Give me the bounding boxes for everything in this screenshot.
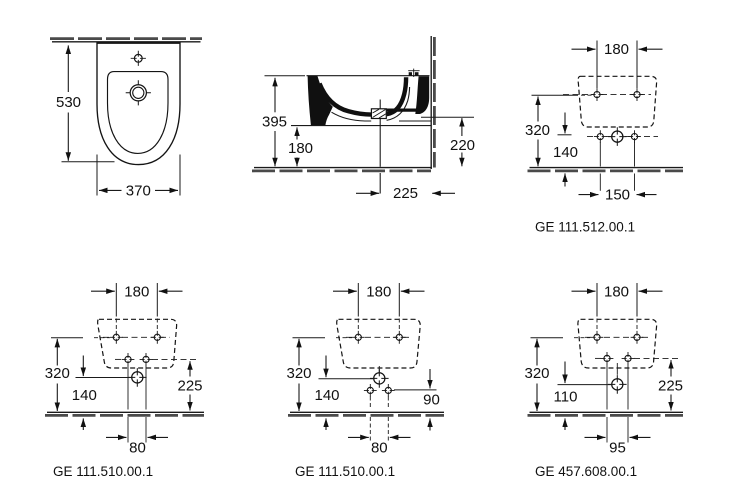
product-code: GE 457.608.00.1	[535, 464, 637, 479]
dim-510b-top-spacing: 180	[333, 284, 425, 301]
bidet-rear-outline	[97, 318, 178, 369]
dim-side-rear-height: 220	[421, 116, 475, 167]
dim-510b-fixing-height: 320	[286, 337, 352, 411]
drain-section-icon	[370, 108, 387, 120]
dim-label-370: 370	[126, 183, 151, 200]
dim-label-140: 140	[553, 144, 578, 161]
dim-510a-outlet-height: 140	[72, 355, 132, 430]
dim-side-underside: 180	[288, 127, 313, 167]
dim-label-140: 140	[314, 387, 339, 404]
dim-label-180: 180	[288, 140, 313, 157]
rear-view-510-b: 180 320 140 90 80 GE 111.510.00.1	[286, 283, 444, 479]
dim-label-320: 320	[524, 365, 549, 382]
dim-512-top-spacing: 180	[571, 41, 663, 58]
product-code: GE 111.510.00.1	[53, 464, 153, 479]
dim-label-180: 180	[604, 41, 629, 58]
dim-label-225: 225	[393, 185, 418, 202]
bolt-hole-icon	[381, 383, 396, 398]
dim-457-top-spacing: 180	[571, 284, 663, 301]
dim-510a-top-spacing: 180	[91, 284, 183, 301]
dim-512-lower-spacing: 150	[578, 187, 657, 204]
dim-label-320: 320	[45, 365, 70, 382]
tap-hole-icon	[130, 50, 147, 67]
dim-label-395: 395	[262, 113, 287, 130]
side-section-view: 395 180 220 225	[252, 36, 475, 202]
dim-510b-lower-spacing: 80	[348, 434, 411, 457]
dim-510a-bolt-height: 225	[177, 361, 203, 411]
bolt-hole-icon	[621, 351, 635, 366]
dim-512-fixing-height: 320	[525, 94, 592, 167]
bolt-hole-icon	[363, 383, 378, 398]
fixing-hole-icon	[630, 87, 644, 102]
dim-label-320: 320	[286, 365, 311, 382]
dim-label-220: 220	[450, 137, 475, 154]
dim-label-80: 80	[129, 440, 146, 457]
basin-outer-shell-front	[331, 111, 372, 122]
dim-label-180: 180	[604, 284, 629, 301]
tap-hole-section-icon	[408, 68, 420, 77]
bidet-outer-outline	[96, 42, 181, 166]
dim-510b-outlet-height: 140	[314, 355, 374, 430]
dim-510a-bolt-spacing: 80	[106, 434, 168, 457]
bolt-hole-icon	[121, 352, 135, 367]
fixing-hole-icon	[392, 330, 407, 345]
rear-view-510-a: 180 320 140 225 80 GE 111.510.00.1	[45, 283, 204, 479]
bidet-rear-outline	[577, 75, 658, 128]
product-code: GE 111.510.00.1	[295, 464, 395, 479]
basin-bottom-section	[317, 82, 372, 117]
dim-label-225: 225	[658, 378, 683, 395]
bolt-hole-icon	[139, 352, 153, 367]
dim-510a-fixing-height: 320	[45, 337, 110, 411]
drain-hole-icon	[125, 80, 151, 106]
dim-label-110: 110	[554, 389, 578, 406]
dim-side-outlet: 225	[356, 185, 455, 202]
bidet-basin-outline	[106, 71, 169, 154]
fixing-hole-icon	[590, 87, 604, 102]
bolt-hole-icon	[593, 129, 608, 144]
fixing-hole-icon	[351, 330, 366, 345]
basin-outer-shell-back	[386, 86, 411, 121]
dim-512-lower-height: 140	[553, 112, 578, 187]
bolt-hole-icon	[627, 129, 642, 144]
dim-label-180: 180	[124, 284, 149, 301]
bidet-rear-outline	[336, 318, 421, 369]
dim-457-bolt-height: 225	[658, 360, 683, 411]
dim-plan-depth: 530	[56, 45, 115, 163]
dim-label-150: 150	[605, 187, 630, 204]
dim-457-bolt-spacing: 95	[584, 434, 651, 457]
section-front-wall	[307, 75, 333, 126]
dim-label-530: 530	[56, 94, 81, 111]
product-code: GE 111.512.00.1	[535, 220, 635, 235]
rear-view-457: 180 320 110 225 95 GE 457.608.00.1	[524, 283, 683, 479]
dim-label-320: 320	[525, 122, 550, 139]
bidet-rear-outline	[577, 318, 658, 369]
plan-view: 530 370	[50, 37, 202, 200]
rear-view-512: 180 320 140 150 GE 111.512.00.1	[525, 40, 683, 235]
dim-label-140: 140	[72, 387, 97, 404]
bolt-hole-icon	[600, 351, 614, 366]
fixing-hole-icon	[109, 330, 124, 345]
fixing-hole-icon	[630, 330, 644, 345]
dim-457-fixing-height: 320	[524, 337, 590, 411]
dim-510b-lower-height: 90	[394, 369, 440, 431]
fixing-hole-icon	[590, 330, 604, 345]
fixing-hole-icon	[150, 330, 165, 345]
dim-plan-width: 370	[96, 154, 181, 200]
dim-label-225: 225	[177, 378, 202, 395]
dim-label-95: 95	[609, 440, 626, 457]
dim-label-90: 90	[423, 392, 440, 409]
rear-mounting-section	[415, 76, 430, 114]
dim-label-80: 80	[371, 440, 388, 457]
dim-side-height: 395	[262, 75, 305, 167]
dim-label-180: 180	[366, 284, 391, 301]
outlet-hole-icon	[607, 126, 628, 147]
dim-457-outlet-height: 110	[554, 361, 611, 430]
